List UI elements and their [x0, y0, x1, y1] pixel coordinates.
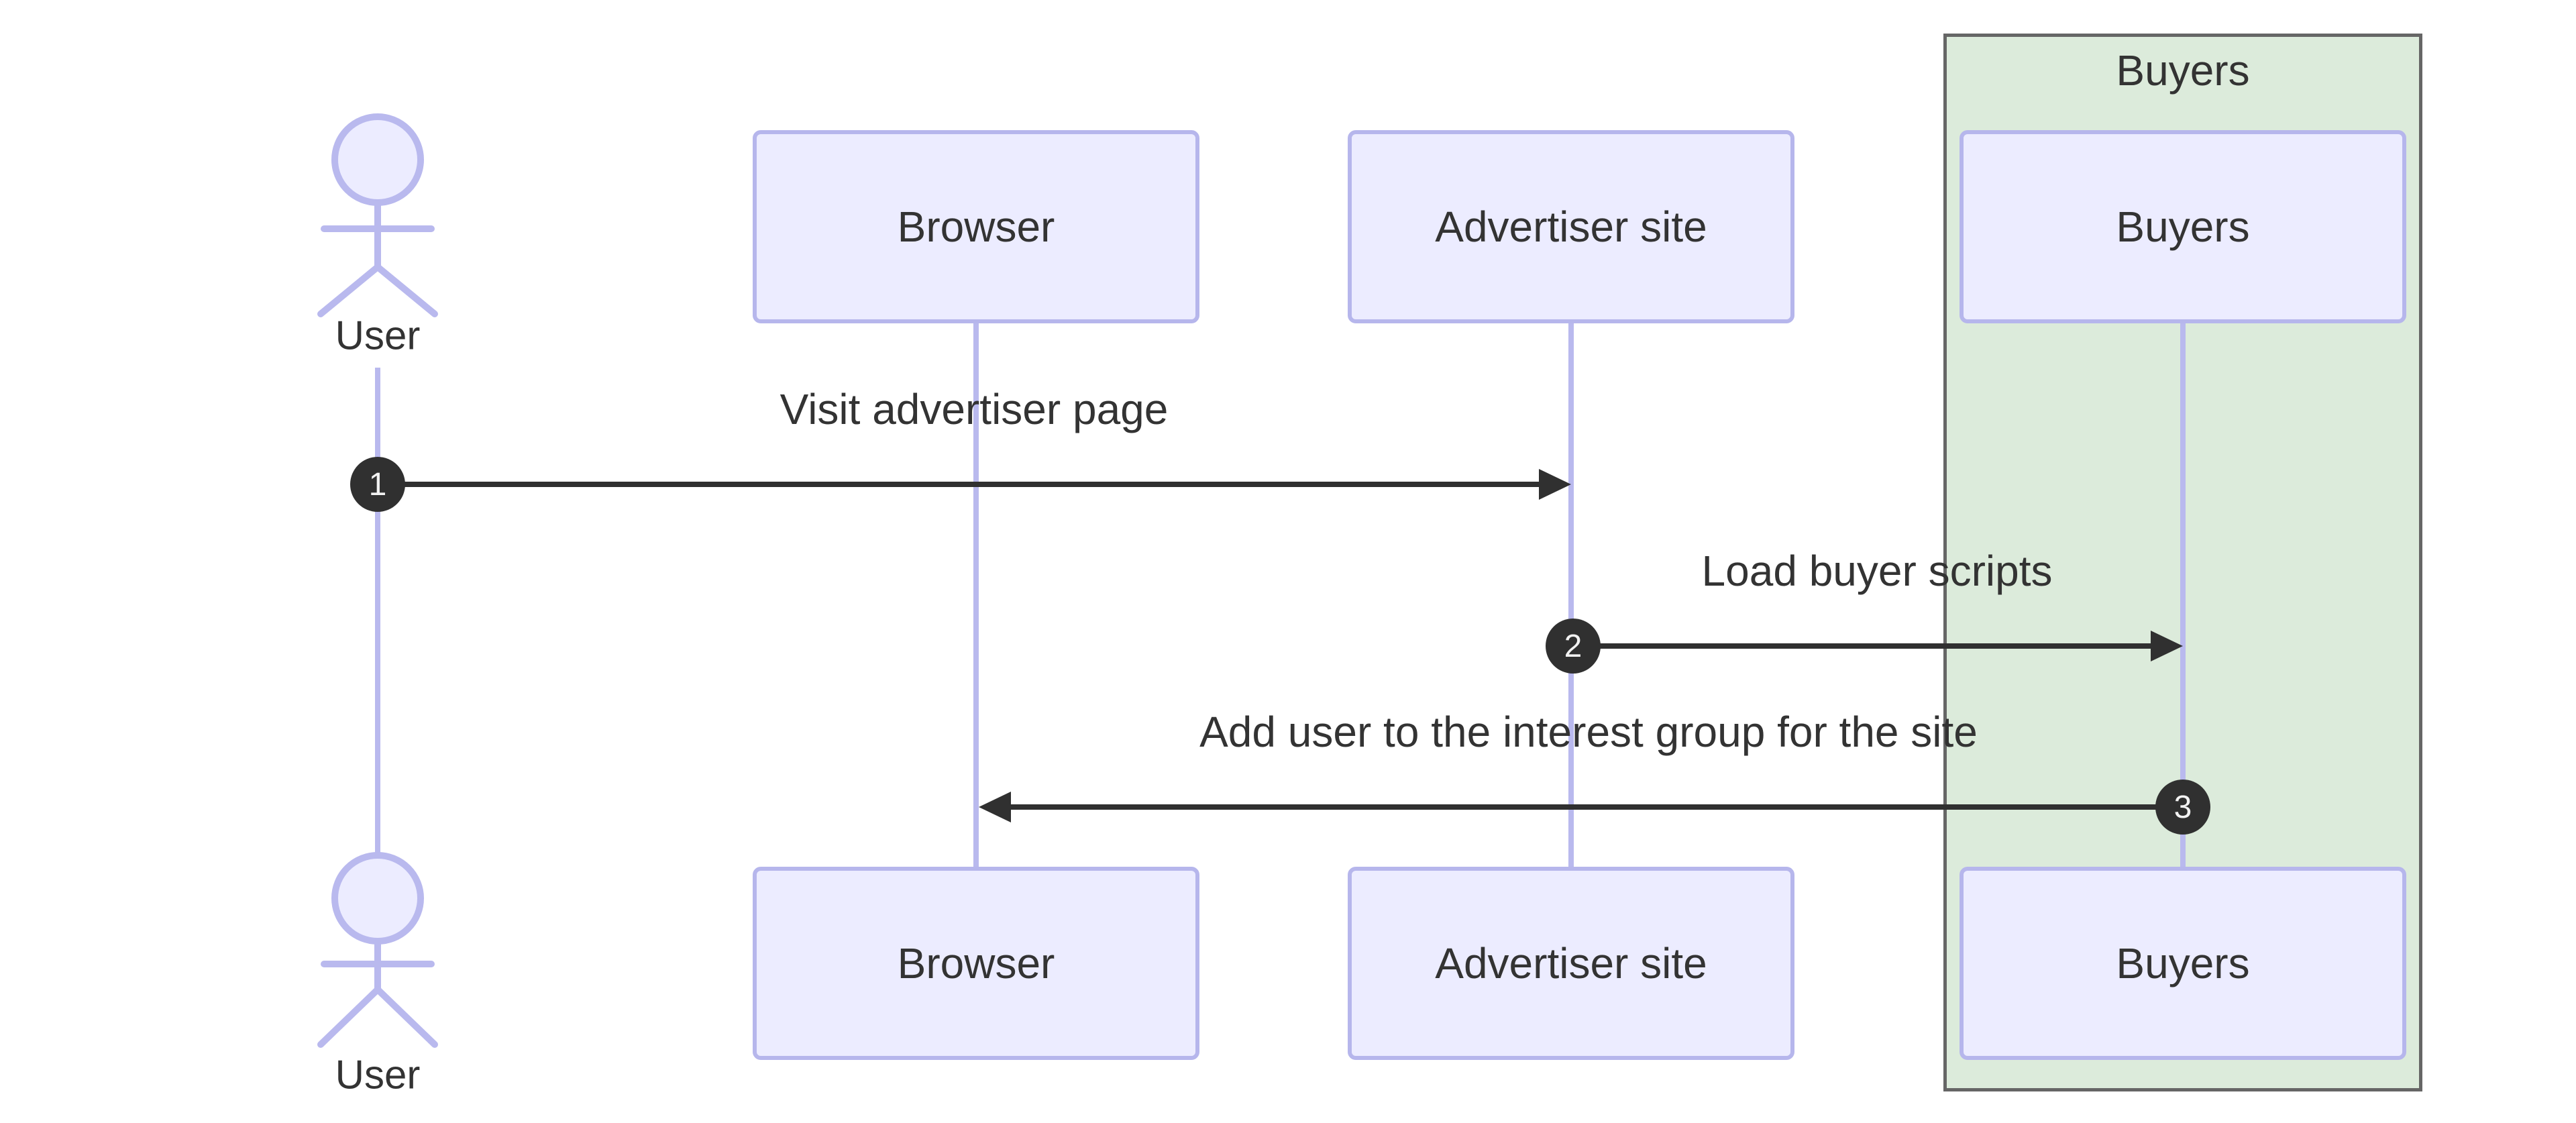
- participant-label-buyers: Buyers: [2116, 939, 2250, 987]
- message-2-label: Load buyer scripts: [1701, 547, 2053, 595]
- message-2-arrow: [1571, 631, 2183, 661]
- participant-box-buyers-bottom: Buyers: [1960, 867, 2406, 1060]
- message-3-arrowhead-icon: [979, 792, 1011, 822]
- user-actor-icon-bottom: [317, 852, 438, 1048]
- message-3-arrow: [979, 792, 2183, 822]
- actor-left-leg-icon: [317, 264, 381, 317]
- actor-head-icon: [331, 113, 424, 206]
- participant-box-advertiser-site-top: Advertiser site: [1348, 130, 1794, 323]
- actor-right-leg-icon: [374, 986, 438, 1048]
- participant-box-browser-bottom: Browser: [753, 867, 1199, 1060]
- participant-label-advertiser-site: Advertiser site: [1435, 203, 1707, 251]
- message-1-arrowhead-icon: [1539, 469, 1571, 500]
- sequence-number-1: 1: [350, 457, 405, 512]
- participant-box-browser-top: Browser: [753, 130, 1199, 323]
- participant-box-buyers-top: Buyers: [1960, 130, 2406, 323]
- message-2-arrowhead-icon: [2151, 631, 2183, 661]
- participant-label-browser: Browser: [897, 939, 1055, 987]
- actor-label-user-top: User: [335, 313, 421, 358]
- participant-box-advertiser-site-bottom: Advertiser site: [1348, 867, 1794, 1060]
- message-1-label: Visit advertiser page: [780, 385, 1169, 433]
- buyers-group-title: Buyers: [2116, 46, 2250, 95]
- actor-head-icon: [331, 852, 424, 945]
- sequence-number-2: 2: [1546, 619, 1601, 674]
- sequence-number-3: 3: [2155, 780, 2210, 835]
- participant-label-advertiser-site: Advertiser site: [1435, 939, 1707, 987]
- actor-label-user-bottom: User: [335, 1052, 421, 1098]
- user-actor-icon-top: [317, 113, 438, 317]
- participant-label-buyers: Buyers: [2116, 203, 2250, 251]
- participant-label-browser: Browser: [897, 203, 1055, 251]
- message-1-arrow: [378, 469, 1571, 500]
- actor-right-leg-icon: [374, 264, 438, 317]
- message-3-label: Add user to the interest group for the s…: [1199, 708, 1978, 756]
- actor-left-leg-icon: [317, 986, 381, 1048]
